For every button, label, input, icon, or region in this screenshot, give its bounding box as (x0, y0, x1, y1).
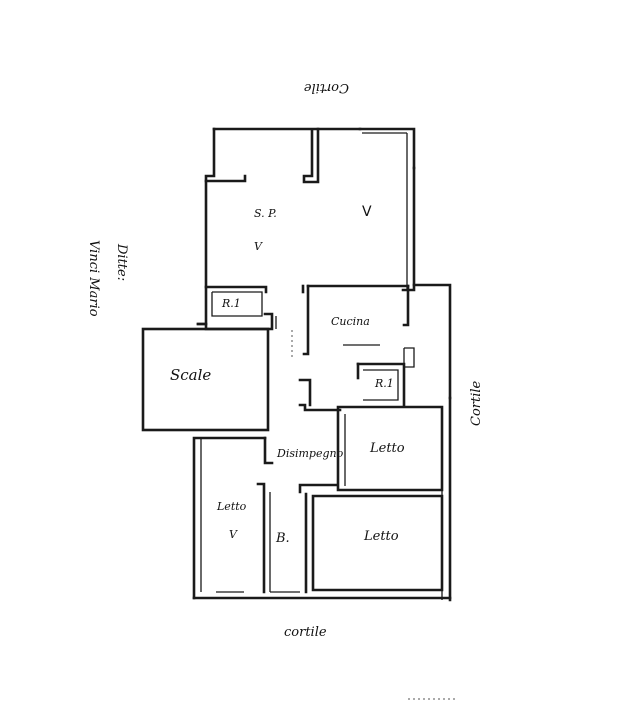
cortile-label-right: Cortile (469, 380, 484, 426)
owner-note: Ditte: Vinci Mario (86, 240, 129, 317)
sp-label: S. P. (254, 207, 277, 220)
cortile-label-top: Cortile (303, 80, 349, 95)
disimpegno-label: Disimpegno (276, 447, 344, 460)
letto-1-label: Letto (369, 441, 405, 456)
room-cucina: Cucina (302, 284, 415, 368)
owner-name: Vinci Mario (86, 240, 101, 317)
room-letto-3: Letto V (216, 500, 247, 541)
room-letto-2: Letto (304, 492, 444, 594)
room-sp: S. P. V V R.1 (196, 204, 372, 331)
letto-2-label: Letto (363, 529, 399, 544)
scale-label: Scale (170, 366, 211, 384)
ri-2-label: R.1 (374, 377, 394, 390)
ditte-label: Ditte: (114, 243, 129, 281)
room-ri-2: R.1 (356, 362, 406, 407)
tick-mark: V (254, 240, 263, 253)
rip-1-label: R.1 (221, 297, 241, 310)
cortile-label-bottom: cortile (284, 625, 327, 640)
room-letto-1: Letto (336, 405, 444, 492)
check-mark: V (362, 204, 372, 220)
bagno-label: B. (275, 531, 290, 546)
tick-mark-2: V (229, 528, 238, 541)
letto-3-label: Letto (216, 500, 247, 513)
cucina-label: Cucina (331, 315, 370, 328)
corridor: Disimpegno (263, 330, 344, 494)
room-bagno: B. (256, 482, 290, 594)
